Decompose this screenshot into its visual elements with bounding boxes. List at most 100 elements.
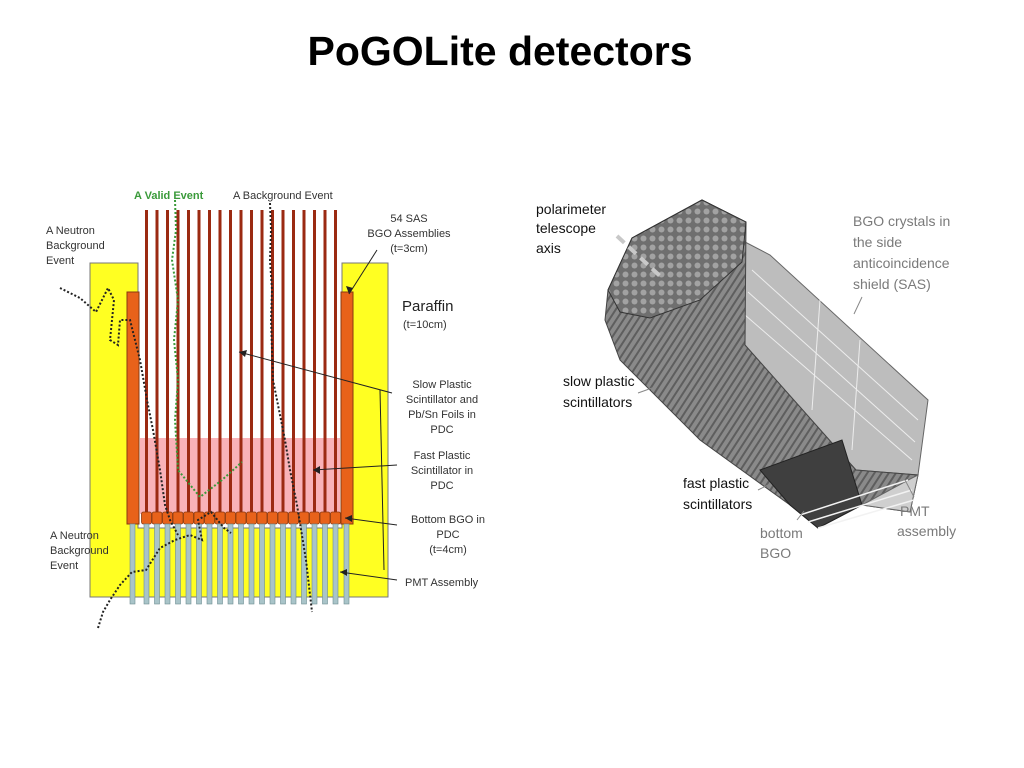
pmt-tube [154,523,160,605]
bgo-side-label-3: anticoincidence [853,255,950,271]
slow-plastic-rod [218,210,222,512]
pmt-tube [217,523,223,605]
neutron-top-label-1: A Neutron [46,225,95,237]
slow-plastic-rod [166,210,169,512]
bgo-side-label-4: shield (SAS) [853,276,931,292]
slow-plastic-rod [313,210,316,512]
bottom-bgo-label-2: PDC [436,529,459,541]
paraffin-thickness-label: (t=10cm) [403,319,447,331]
slow-plastic-3d-label-2: scintillators [563,394,632,410]
fast-plastic-3d-label-1: fast plastic [683,475,749,491]
pmt-assembly-label: PMT Assembly [405,577,479,589]
leader-lines [238,249,398,581]
bottom-bgo-label-1: Bottom BGO in [411,514,485,526]
bgo-side-label-2: the side [853,234,902,250]
paraffin-label: Paraffin [402,298,453,315]
cross-section-diagram: A Valid Event A Background Event A Neutr… [46,190,485,629]
fast-plastic-label-1: Fast Plastic [414,450,471,462]
pmt-tube [332,523,339,605]
pmt-tube [164,523,171,605]
pmt-tube [206,523,213,605]
pmt-tube [322,523,328,605]
neutron-top-label-3: Event [46,255,74,267]
slow-plastic-rod [208,210,211,512]
bottom-bgo-cell [288,511,299,525]
neutron-bottom-label-1: A Neutron [50,530,99,542]
bottom-bgo-row [141,511,341,525]
sas-left-wall [126,291,140,525]
paraffin-edge-line [379,389,385,571]
slow-plastic-3d-label-1: slow plastic [563,373,635,389]
pmt-tube [238,523,244,605]
right-leader-lines [637,296,915,521]
telescope-axis-line [615,234,662,278]
pmt-tube [290,523,297,605]
slow-plastic-rod [302,210,306,512]
fast-plastic-label-3: PDC [430,480,453,492]
slow-plastic-rod [292,210,295,512]
sas-pmt-tube-left [129,523,136,605]
axis-label-1: polarimeter [536,201,606,217]
sas-label-1: 54 SAS [390,213,427,225]
bottom-bgo-cell [172,511,184,525]
pmt-tubes [799,479,915,529]
valid-event-label: A Valid Event [134,190,204,202]
background-event-track [268,202,313,613]
bottom-bgo-cell [277,511,289,525]
top-hex-face [607,199,747,319]
bottom-bgo-3d-label-2: BGO [760,545,791,561]
bottom-bgo-label-3: (t=4cm) [429,544,467,556]
pmt-tube [143,523,150,605]
slow-plastic-rod [239,210,243,512]
bottom-bgo-cell [309,511,320,525]
bottom-bgo-cell [319,511,331,525]
pmt-3d-label-2: assembly [897,523,956,539]
slide-title: PoGOLite detectors [307,28,693,74]
sas-label-3: (t=3cm) [390,243,428,255]
slow-plastic-rod [334,210,337,512]
slow-plastic-rod [155,210,159,512]
slow-plastic-label-2: Scintillator and [406,394,478,406]
axis-label-2: telescope [536,220,596,236]
bottom-bgo-cell [256,511,268,525]
bgo-side-label-1: BGO crystals in [853,213,950,229]
bottom-bgo-cell [225,511,236,525]
bottom-bgo-cell [246,511,257,525]
slow-plastic-rod [145,210,148,512]
slow-plastic-rod [187,210,190,512]
3d-detector-diagram: polarimeter telescope axis BGO crystals … [536,199,956,561]
fast-plastic-3d-label-2: scintillators [683,496,752,512]
background-event-label: A Background Event [233,190,333,202]
valid-event-track [170,199,243,499]
bottom-bgo-cell [183,511,194,525]
pmt-tube [248,523,255,605]
slow-plastic-rod [323,210,327,512]
slow-plastic-rod [260,210,264,512]
bottom-bgo-cell [267,511,278,525]
fast-plastic-label-2: Scintillator in [411,465,473,477]
bottom-bgo-cell [151,511,163,525]
pmt-tube [259,523,265,605]
bottom-bgo-cell [235,511,247,525]
bottom-bgo-3d-label-1: bottom [760,525,803,541]
slow-plastic-label-4: PDC [430,424,453,436]
neutron-bottom-label-3: Event [50,560,78,572]
pmt-tube [269,523,276,605]
pmt-tube [175,523,181,605]
pmt-tube [311,523,318,605]
pmt-tube [227,523,234,605]
slow-plastic-rod [176,210,180,512]
axis-label-3: axis [536,240,561,256]
sas-shield-segments [744,269,919,461]
sas-right-wall [340,291,354,525]
bottom-bgo-block [759,439,863,529]
slow-plastic-rod [229,210,232,512]
pmt-tube [185,523,192,605]
bottom-bgo-cell [141,511,152,525]
neutron-top-track [59,285,179,536]
neutron-bottom-label-2: Background [50,545,109,557]
bottom-bgo-cell [330,511,341,525]
slow-plastic-label-1: Slow Plastic [412,379,472,391]
slow-plastic-rod [197,210,201,512]
